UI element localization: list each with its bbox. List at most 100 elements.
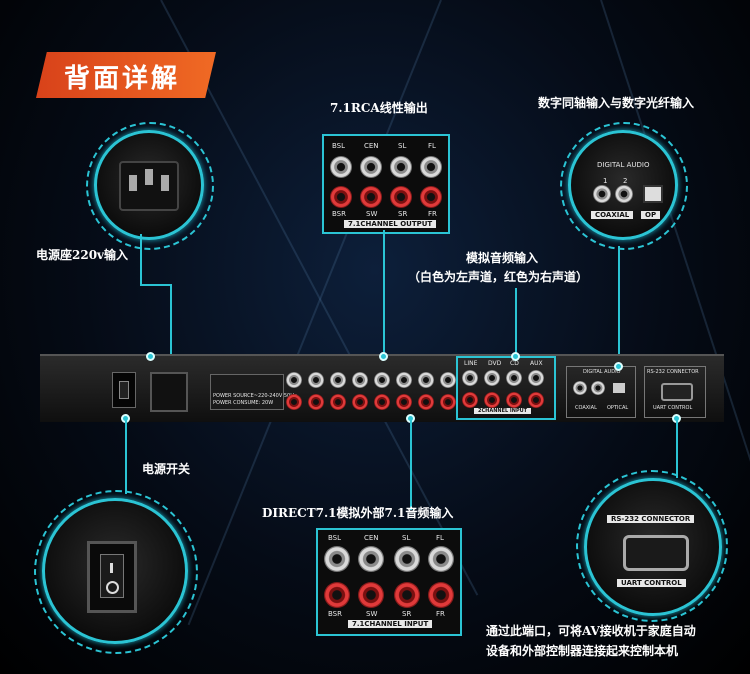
device-2ch-caption: 2CHANNEL INPUT <box>474 408 532 414</box>
input-caption: 7.1CHANNEL INPUT <box>348 620 433 628</box>
digital-port-1: 1 <box>603 177 608 185</box>
input-zoom-panel: BSL CEN SL FL BSR SW SR FR 7.1CHANNEL IN… <box>316 528 462 636</box>
rca-jack-white <box>420 156 442 178</box>
in-label-sl: SL <box>402 534 411 542</box>
device-2ch-aux: AUX <box>530 360 543 367</box>
coaxial-jack <box>615 185 633 203</box>
in-label-fl: FL <box>436 534 444 542</box>
callout-dot <box>614 362 623 371</box>
rca-jack-white <box>358 546 384 572</box>
rca-jack-red <box>390 186 412 208</box>
digital-zoom-circle: DIGITAL AUDIO 1 2 COAXIAL OP <box>568 130 678 240</box>
in-label-cen: CEN <box>364 534 379 542</box>
page-title: 背面详解 <box>64 64 181 94</box>
analog-input-label: 模拟音频输入 <box>466 251 539 265</box>
optical-port <box>643 185 663 203</box>
in-label-bsr: BSR <box>328 610 342 618</box>
digital-input-label: 数字同轴输入与数字光纤输入 <box>538 96 695 110</box>
in-label-bsl: BSL <box>328 534 342 542</box>
device-optical: OPTICAL <box>607 405 629 411</box>
rs232-zoom-ring <box>576 470 728 622</box>
out-label-bsl: BSL <box>332 142 346 150</box>
device-2ch-input: LINE DVD CD AUX 2CHANNEL INPUT <box>456 356 556 420</box>
power-socket-label: 电源座220v输入 <box>36 248 129 262</box>
device-rs232-title: RS-232 CONNECTOR <box>647 369 699 375</box>
switch-zoom-ring <box>34 490 198 654</box>
rca-jack-white <box>428 546 454 572</box>
rca-jack-red <box>358 582 384 608</box>
power-source-text: POWER SOURCE~220-240V 50Hz <box>213 393 297 399</box>
connector-line <box>140 234 142 284</box>
in-label-sr: SR <box>402 610 412 618</box>
callout-dot <box>379 352 388 361</box>
connector-line <box>125 420 127 494</box>
power-socket-circle <box>94 130 204 240</box>
device-coaxial: COAXIAL <box>575 405 597 411</box>
uart-description-line2: 设备和外部控制器连接起来控制本机 <box>486 644 679 658</box>
rca-jack-white <box>390 156 412 178</box>
out-label-cen: CEN <box>364 142 379 150</box>
coaxial-jack <box>593 185 611 203</box>
rca-jack-red <box>420 186 442 208</box>
callout-dot <box>146 352 155 361</box>
coaxial-caption: COAXIAL <box>591 211 634 219</box>
device-rs232-block: RS-232 CONNECTOR UART CONTROL <box>644 366 706 418</box>
power-switch <box>112 372 136 408</box>
out-label-bsr: BSR <box>332 210 346 218</box>
device-uart: UART CONTROL <box>653 405 693 411</box>
connector-line <box>410 420 412 510</box>
out-label-sr: SR <box>398 210 408 218</box>
connector-line <box>618 246 620 364</box>
power-info-plate: POWER SOURCE~220-240V 50Hz POWER CONSUME… <box>210 374 297 410</box>
uart-description-line1: 通过此端口，可将AV接收机于家庭自动 <box>486 624 696 638</box>
rca-output-label: 7.1RCA线性输出 <box>330 101 428 115</box>
power-consume-text: POWER CONSUME: 20W <box>213 400 274 406</box>
title-banner <box>36 52 216 98</box>
optical-caption: OP <box>641 211 661 219</box>
device-digital-block: DIGITAL AUDIO COAXIAL OPTICAL <box>566 366 636 418</box>
rca-jack-red <box>330 186 352 208</box>
rca-jack-red <box>394 582 420 608</box>
output-zoom-panel: BSL CEN SL FL BSR SW SR FR 7.1CHANNEL OU… <box>322 134 450 234</box>
connector-line <box>676 420 678 478</box>
power-switch-label: 电源开关 <box>142 462 191 476</box>
power-socket-icon <box>119 161 179 211</box>
db9-connector-icon <box>623 535 689 571</box>
device-2ch-line: LINE <box>464 360 478 367</box>
rca-jack-red <box>360 186 382 208</box>
power-socket-ring <box>86 122 214 250</box>
direct-input-label: DIRECT7.1模拟外部7.1音频输入 <box>262 506 454 520</box>
device-input-jacks <box>374 364 460 416</box>
power-inlet <box>150 372 188 412</box>
out-label-sl: SL <box>398 142 407 150</box>
in-label-fr: FR <box>436 610 445 618</box>
digital-audio-title: DIGITAL AUDIO <box>597 161 650 169</box>
connector-line <box>140 284 170 286</box>
analog-input-note: （白色为左声道，红色为右声道） <box>408 270 589 284</box>
connector-line <box>170 284 172 376</box>
rs232-zoom-circle: RS-232 CONNECTOR UART CONTROL <box>584 478 722 616</box>
digital-zoom-ring <box>560 122 688 250</box>
out-label-fl: FL <box>428 142 436 150</box>
callout-dot <box>511 352 520 361</box>
connector-line <box>515 288 517 358</box>
rca-jack-white <box>330 156 352 178</box>
rca-jack-red <box>428 582 454 608</box>
device-output-jacks <box>286 364 372 416</box>
device-rear-panel: POWER SOURCE~220-240V 50Hz POWER CONSUME… <box>40 354 724 422</box>
rca-jack-white <box>324 546 350 572</box>
rca-jack-red <box>324 582 350 608</box>
rs232-caption: UART CONTROL <box>617 579 686 587</box>
switch-zoom-circle <box>42 498 188 644</box>
out-label-fr: FR <box>428 210 437 218</box>
rca-jack-white <box>394 546 420 572</box>
connector-line <box>383 230 385 358</box>
power-switch-icon <box>87 541 137 613</box>
device-2ch-dvd: DVD <box>488 360 502 367</box>
device-2ch-cd: CD <box>510 360 519 367</box>
out-label-sw: SW <box>366 210 378 218</box>
device-digital-title: DIGITAL AUDIO <box>583 369 621 375</box>
rs232-title: RS-232 CONNECTOR <box>607 515 695 523</box>
output-caption: 7.1CHANNEL OUTPUT <box>344 220 437 228</box>
